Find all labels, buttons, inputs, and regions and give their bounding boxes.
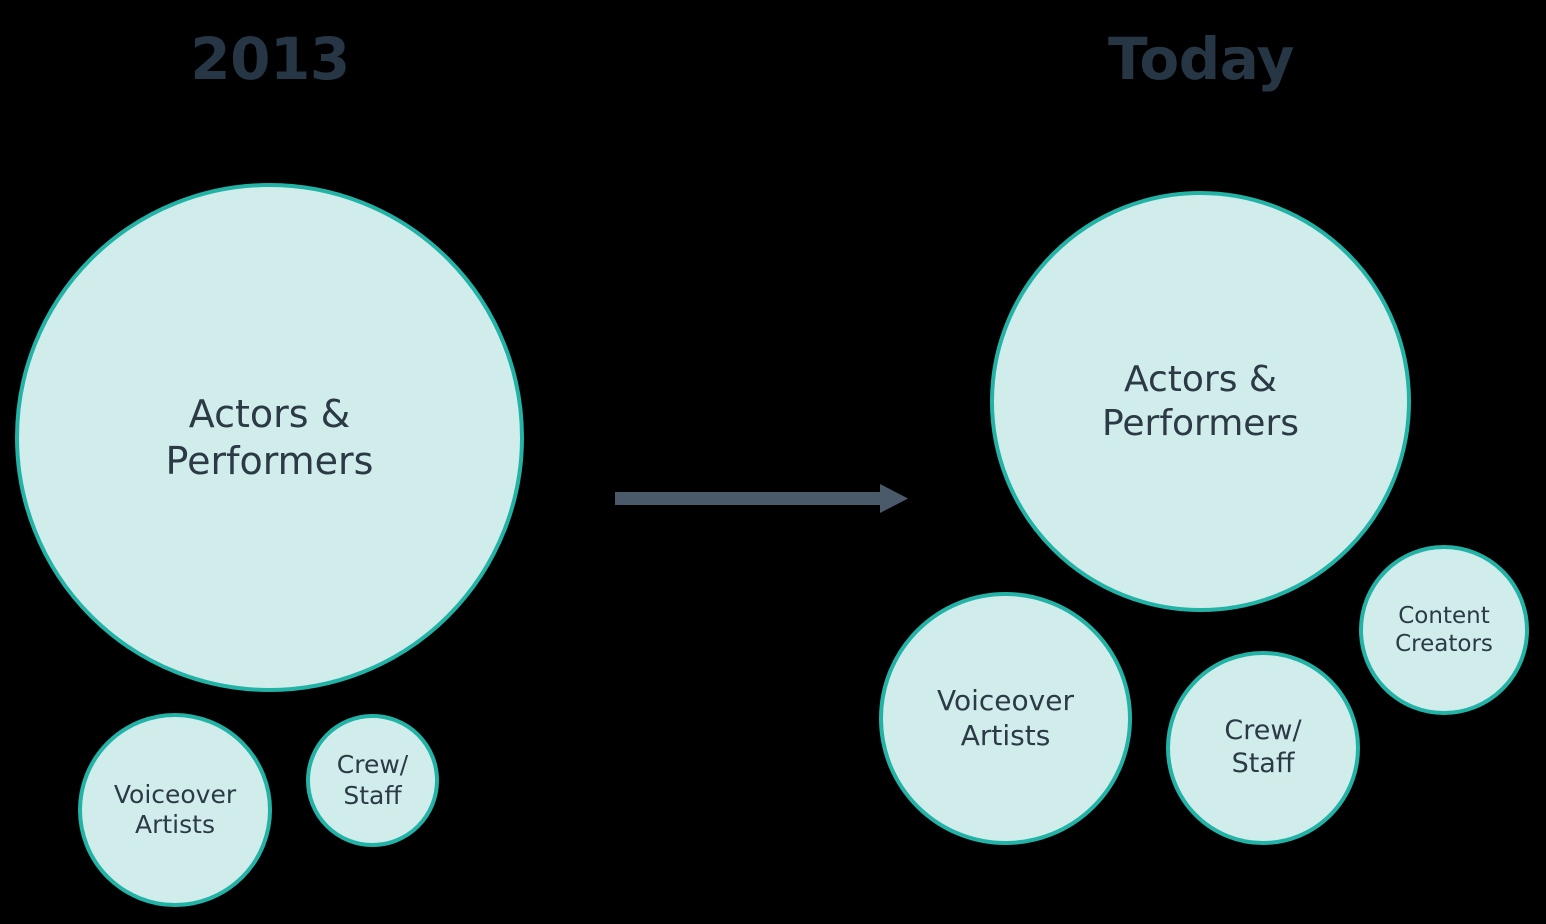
bubble-today-crew-staff: Crew/ Staff (1166, 651, 1360, 845)
bubble-label: Actors & Performers (165, 392, 374, 483)
bubble-label: Crew/ Staff (336, 750, 409, 810)
bubble-2013-crew-staff: Crew/ Staff (306, 714, 439, 847)
panel-title-today: Today (1108, 25, 1294, 93)
transition-arrow (612, 478, 912, 520)
bubble-2013-actors-performers: Actors & Performers (15, 183, 524, 692)
bubble-today-voiceover-artists: Voiceover Artists (879, 592, 1132, 845)
bubble-today-content-creators: Content Creators (1359, 545, 1529, 715)
bubble-today-actors-performers: Actors & Performers (990, 191, 1411, 612)
panel-title-2013: 2013 (190, 25, 350, 93)
bubble-label: Voiceover Artists (113, 779, 237, 840)
arrow-right-icon (615, 484, 908, 513)
bubble-label: Content Creators (1395, 602, 1493, 657)
bubble-label: Actors & Performers (1101, 358, 1299, 444)
bubble-label: Crew/ Staff (1224, 715, 1302, 779)
bubble-label: Voiceover Artists (937, 684, 1074, 752)
bubble-2013-voiceover-artists: Voiceover Artists (78, 713, 272, 907)
